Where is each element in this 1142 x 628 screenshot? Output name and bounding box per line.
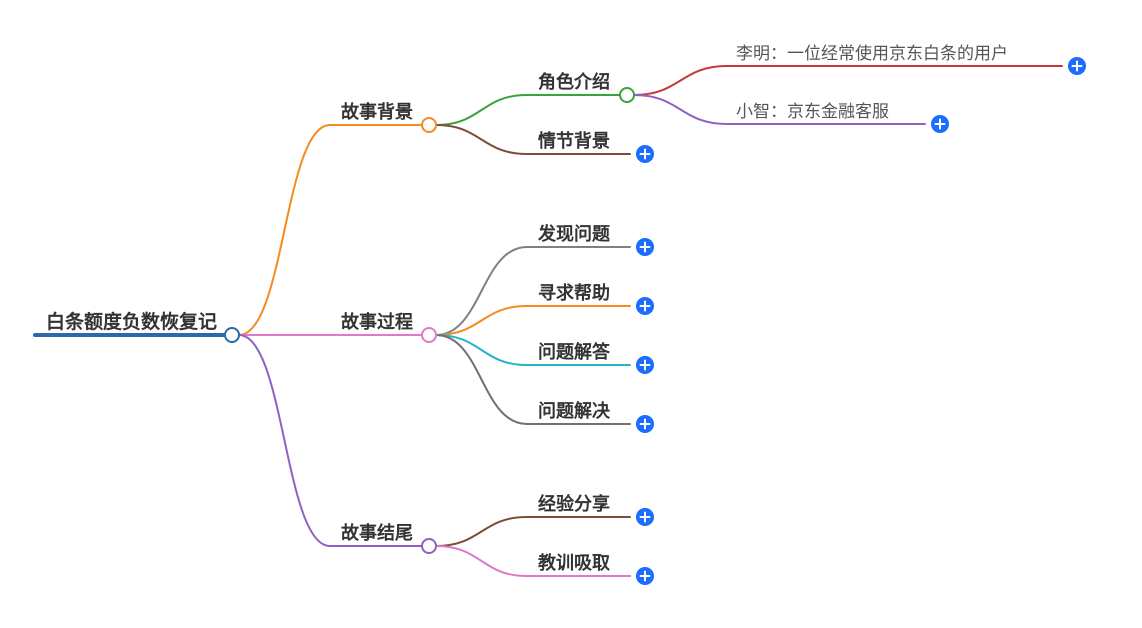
topic-label: 问题解答: [538, 342, 610, 363]
branch-label: 故事过程: [341, 312, 413, 333]
topic-label: 寻求帮助: [538, 283, 610, 304]
expand-plus-icon[interactable]: [636, 415, 654, 433]
topic-label: 问题解决: [538, 401, 610, 422]
topic-label: 情节背景: [538, 131, 610, 152]
branch-to-topic-edge: [435, 334, 528, 425]
expand-plus-icon[interactable]: [636, 297, 654, 315]
topic-to-detail-edge: [633, 65, 728, 96]
expand-plus-icon[interactable]: [636, 508, 654, 526]
expand-plus-icon[interactable]: [1068, 57, 1086, 75]
branch-label: 故事结尾: [341, 523, 413, 544]
detail-label: 李明：一位经常使用京东白条的用户: [736, 44, 1008, 64]
branch-to-topic-edge: [435, 334, 528, 366]
branch-to-topic-edge: [435, 545, 528, 577]
branch-to-topic-edge: [435, 124, 528, 155]
root-node-label: 白条额度负数恢复记: [46, 311, 218, 333]
expand-plus-icon[interactable]: [636, 238, 654, 256]
expand-plus-icon[interactable]: [636, 145, 654, 163]
root-collapse-toggle[interactable]: [224, 327, 240, 343]
root-to-branch-edge: [238, 124, 331, 336]
topic-label: 教训吸取: [538, 553, 610, 574]
branch-to-topic-edge: [435, 516, 528, 547]
detail-label: 小智：京东金融客服: [736, 102, 889, 122]
topic-label: 角色介绍: [538, 72, 610, 93]
expand-plus-icon[interactable]: [636, 356, 654, 374]
expand-plus-icon[interactable]: [931, 115, 949, 133]
topic-label: 发现问题: [538, 224, 610, 245]
root-to-branch-edge: [238, 334, 331, 547]
branch-collapse-toggle[interactable]: [421, 117, 437, 133]
branch-collapse-toggle[interactable]: [421, 538, 437, 554]
branch-to-topic-edge: [435, 94, 528, 126]
topic-collapse-toggle[interactable]: [619, 87, 635, 103]
branch-label: 故事背景: [341, 102, 413, 123]
branch-collapse-toggle[interactable]: [421, 327, 437, 343]
branch-to-topic-edge: [435, 305, 528, 336]
branch-to-topic-edge: [435, 246, 528, 336]
expand-plus-icon[interactable]: [636, 567, 654, 585]
topic-to-detail-edge: [633, 94, 728, 125]
topic-label: 经验分享: [538, 494, 610, 515]
